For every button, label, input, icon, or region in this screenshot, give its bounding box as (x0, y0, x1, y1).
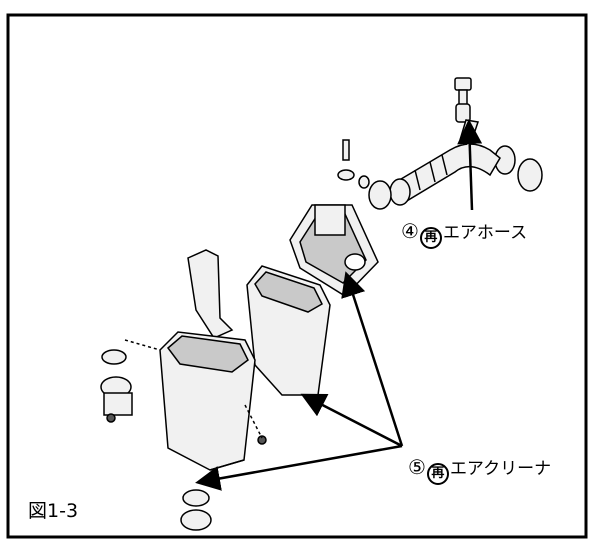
callout-text: エアクリーナ (449, 459, 552, 479)
arrow-to-air-hose (457, 119, 483, 211)
reuse-mark: 再 (426, 463, 449, 485)
callout-number: ④ (401, 219, 419, 243)
callout-text: エアホース (442, 223, 528, 243)
air-hose-part (337, 77, 543, 210)
callout-arrows (195, 119, 483, 491)
arrow-to-air-cleaner-box (300, 393, 403, 448)
figure-border (6, 13, 588, 539)
arrow-to-air-cleaner-cover (341, 271, 404, 447)
air-cleaner-housing (159, 249, 256, 471)
air-cleaner-filter-box (246, 265, 331, 396)
figure-label: 図1-3 (28, 500, 79, 522)
mount-bracket-parts (100, 339, 267, 531)
callout-number: ⑤ (408, 455, 426, 479)
reuse-mark: 再 (419, 227, 442, 249)
arrow-to-air-cleaner-housing (195, 444, 403, 491)
